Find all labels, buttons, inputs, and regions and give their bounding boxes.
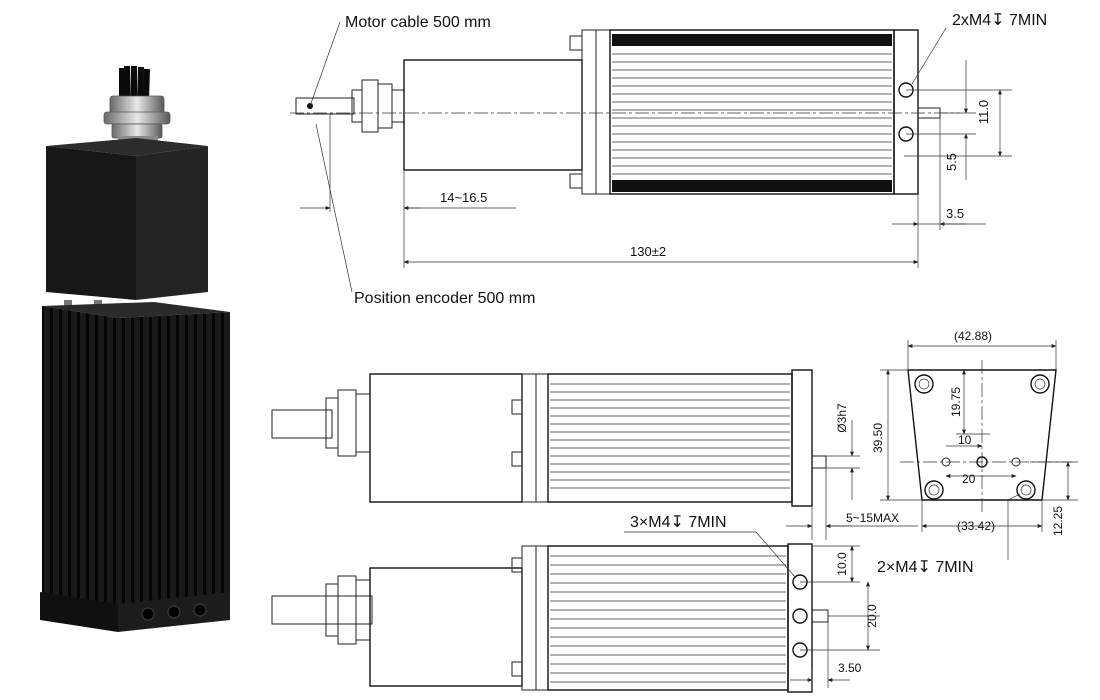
dim-12-25: 12.25 xyxy=(1051,506,1065,536)
dim-14-16-5: 14~16.5 xyxy=(440,190,487,205)
dim-5-15max: 5~15MAX xyxy=(846,511,899,525)
mount-holes-top-label: 2xM4↧ 7MIN xyxy=(952,12,1047,29)
dim-20: 20 xyxy=(962,472,976,486)
dim-33-42: (33.42) xyxy=(957,519,995,533)
dim-10: 10 xyxy=(958,433,972,447)
dim-130: 130±2 xyxy=(630,244,666,259)
product-photo xyxy=(40,65,230,632)
dim-11-0: 11.0 xyxy=(976,100,991,124)
side-view-drawing xyxy=(271,369,918,540)
end-view-drawing xyxy=(880,340,1078,560)
dim-10-0: 10.0 xyxy=(835,552,849,576)
dim-3-50: 3.50 xyxy=(838,661,862,675)
dim-shaft-diameter: Ø3h7 xyxy=(835,403,849,433)
dim-19-75: 19.75 xyxy=(949,387,963,417)
dim-3-5: 3.5 xyxy=(946,206,964,221)
mount-holes-front-label: 3×M4↧ 7MIN xyxy=(630,514,727,531)
dim-20-0: 20.0 xyxy=(865,604,879,628)
bottom-view-drawing xyxy=(271,531,880,693)
top-view-drawing xyxy=(290,21,1012,293)
motor-cable-label: Motor cable 500 mm xyxy=(345,14,491,31)
position-encoder-label: Position encoder 500 mm xyxy=(354,290,535,307)
dim-39-50: 39.50 xyxy=(871,423,885,453)
dim-5-5: 5.5 xyxy=(944,153,959,171)
dim-42-88: (42.88) xyxy=(954,329,992,343)
mount-holes-side-label: 2×M4↧ 7MIN xyxy=(877,559,974,576)
